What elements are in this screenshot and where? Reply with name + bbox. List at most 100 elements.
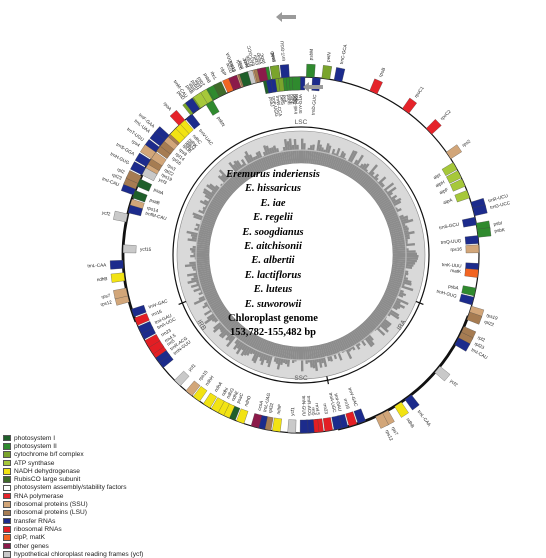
gc-content-bar	[376, 305, 391, 317]
gc-content-bar	[218, 319, 237, 338]
gene-label: rps18	[245, 55, 253, 68]
gene-label: trnH-GUG	[436, 289, 458, 299]
gc-content-bar	[194, 256, 210, 260]
gene-label: trnE-UUC	[293, 93, 299, 114]
gc-content-bar	[198, 209, 217, 220]
gene-label: psbZ	[242, 57, 250, 68]
legend-label: cytochrome b/f complex	[14, 451, 84, 459]
species-3: E. iae	[260, 197, 286, 209]
gene-label: rpl14	[174, 152, 185, 163]
gene-block-petn	[321, 65, 333, 80]
gc-content-bar	[351, 330, 361, 343]
gene-label: ndhB	[96, 276, 107, 282]
gene-label: rps11	[186, 139, 198, 151]
arrow-top-2-icon	[303, 82, 323, 92]
gene-label: rpl32	[268, 402, 275, 413]
gene-label: petN	[325, 52, 331, 62]
legend-item: transfer RNAs	[3, 517, 143, 525]
gc-content-bar	[248, 154, 261, 174]
gc-content-bar	[376, 191, 394, 205]
legend-swatch	[3, 517, 11, 525]
legend-swatch	[3, 542, 11, 550]
gene-block-trns-gga	[134, 152, 151, 168]
gc-content-bar	[246, 163, 255, 177]
gc-content-bar	[200, 220, 215, 227]
gene-label: rps14	[146, 205, 159, 213]
gc-content-bar	[206, 305, 226, 320]
gene-block-atpa	[454, 190, 470, 203]
gene-label: ndhG	[225, 387, 235, 400]
gene-block-psbm	[306, 63, 316, 78]
gc-content-bar	[257, 150, 268, 171]
gene-label: rpoA	[162, 101, 173, 112]
gc-content-bar	[373, 310, 392, 326]
gc-content-bar	[384, 208, 402, 218]
gc-content-bar	[366, 317, 386, 336]
gc-content-bar	[222, 182, 234, 194]
gc-content-bar	[322, 344, 327, 357]
gc-content-bar	[272, 343, 279, 358]
gene-label: accD	[225, 62, 234, 74]
gc-content-bar	[371, 312, 391, 328]
gc-content-bar	[333, 340, 343, 361]
gc-content-bar	[389, 277, 412, 286]
gc-content-bar	[371, 187, 384, 198]
legend-item: clpP, matK	[3, 534, 143, 542]
gc-content-bar	[314, 139, 321, 165]
gc-content-bar	[233, 171, 244, 185]
gene-label: rrn23	[160, 328, 172, 338]
gene-label: psbM	[308, 49, 314, 61]
gene-label: trnN-GUU	[301, 396, 306, 417]
gc-content-bar	[381, 297, 401, 310]
region-boundary-tick	[178, 300, 187, 306]
gc-content-bar	[265, 342, 275, 364]
gene-label: trnG-UCC	[490, 200, 512, 210]
gc-content-bar	[298, 149, 301, 164]
gene-label: trnQ-UUG	[441, 238, 462, 245]
gc-content-bar	[392, 246, 407, 250]
gc-content-bar	[322, 143, 330, 166]
gc-content-bar	[244, 155, 257, 176]
gene-label: atpF	[439, 187, 450, 195]
gc-content-bar	[358, 171, 369, 185]
gene-label: psbA	[448, 284, 460, 291]
gc-content-bar	[280, 345, 286, 365]
gc-content-bar	[391, 236, 410, 242]
gc-content-bar	[184, 262, 210, 268]
gene-label: rps3	[166, 163, 177, 172]
gc-content-bar	[262, 155, 269, 170]
gc-content-bar	[382, 205, 396, 215]
gc-content-bar	[202, 190, 225, 206]
gc-content-bar	[241, 332, 254, 351]
gc-content-bar	[189, 260, 210, 265]
gene-block-atpf	[449, 178, 466, 192]
gene-label: rpoC2	[439, 109, 452, 122]
gene-label: psbH	[190, 79, 200, 91]
gc-content-bar	[345, 162, 354, 176]
arrow-top-icon	[276, 12, 296, 22]
gene-block-cema	[256, 67, 269, 82]
gc-content-bar	[331, 341, 338, 355]
region-label-irb: IRB	[195, 319, 207, 332]
gc-content-bar	[219, 316, 234, 331]
gene-label: psbT	[196, 76, 206, 88]
gene-label: rpl16	[171, 156, 183, 166]
gc-content-bar	[361, 323, 371, 334]
genome-title: Eremurus inderiensis E. hissaricus E. ia…	[150, 168, 396, 341]
gc-content-bar	[304, 149, 308, 164]
legend-swatch	[3, 484, 11, 492]
gc-content-bar	[293, 139, 298, 164]
legend-label: hypothetical chloroplast reading frames …	[14, 550, 144, 558]
species-5: E. soogdianus	[242, 226, 304, 238]
gc-content-bar	[378, 194, 398, 208]
gc-content-bar	[390, 227, 410, 234]
gene-label: rps12	[384, 429, 394, 442]
gc-content-bar	[213, 313, 232, 330]
gene-block-trnq-uug	[464, 235, 479, 245]
legend-swatch	[3, 476, 11, 483]
gene-label: rpl36	[182, 143, 193, 154]
gene-block-rps4	[140, 144, 156, 160]
gc-content-bar	[392, 260, 416, 265]
gc-content-bar	[189, 248, 210, 252]
